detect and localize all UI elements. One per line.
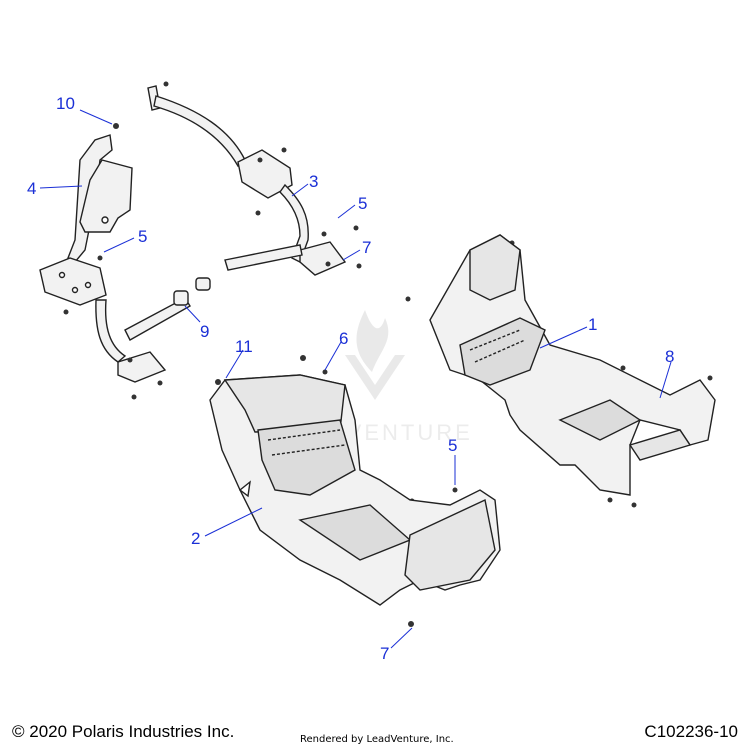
callout-11[interactable]: 11	[235, 337, 253, 356]
part-1-right-floorboard[interactable]	[429, 234, 716, 496]
part-3-footrest-bar[interactable]	[95, 85, 347, 383]
callout-10[interactable]: 10	[56, 94, 75, 113]
callout-leader-lines	[39, 109, 672, 649]
callout-6[interactable]: 6	[339, 329, 349, 348]
callout-7-floor[interactable]: 7	[380, 644, 390, 663]
callout-3[interactable]: 3	[309, 172, 319, 191]
callout-9[interactable]: 9	[200, 322, 210, 341]
diagram-code: C102236-10	[644, 722, 738, 741]
rendered-by-note: Rendered by LeadVenture, Inc.	[300, 734, 454, 745]
hardware-fasteners	[63, 81, 713, 627]
callout-5-floor[interactable]: 5	[448, 436, 458, 455]
callout-7-bar[interactable]: 7	[362, 238, 372, 257]
callout-1[interactable]: 1	[588, 315, 598, 334]
part-4-heel-guard[interactable]	[39, 134, 133, 306]
callout-5-bar[interactable]: 5	[358, 194, 368, 213]
part-2-left-floorboard[interactable]	[209, 374, 501, 606]
callout-4[interactable]: 4	[27, 179, 37, 198]
callout-8[interactable]: 8	[665, 347, 675, 366]
callout-2[interactable]: 2	[191, 529, 201, 548]
callout-5-bracket[interactable]: 5	[138, 227, 148, 246]
copyright-notice: © 2020 Polaris Industries Inc.	[12, 722, 235, 741]
